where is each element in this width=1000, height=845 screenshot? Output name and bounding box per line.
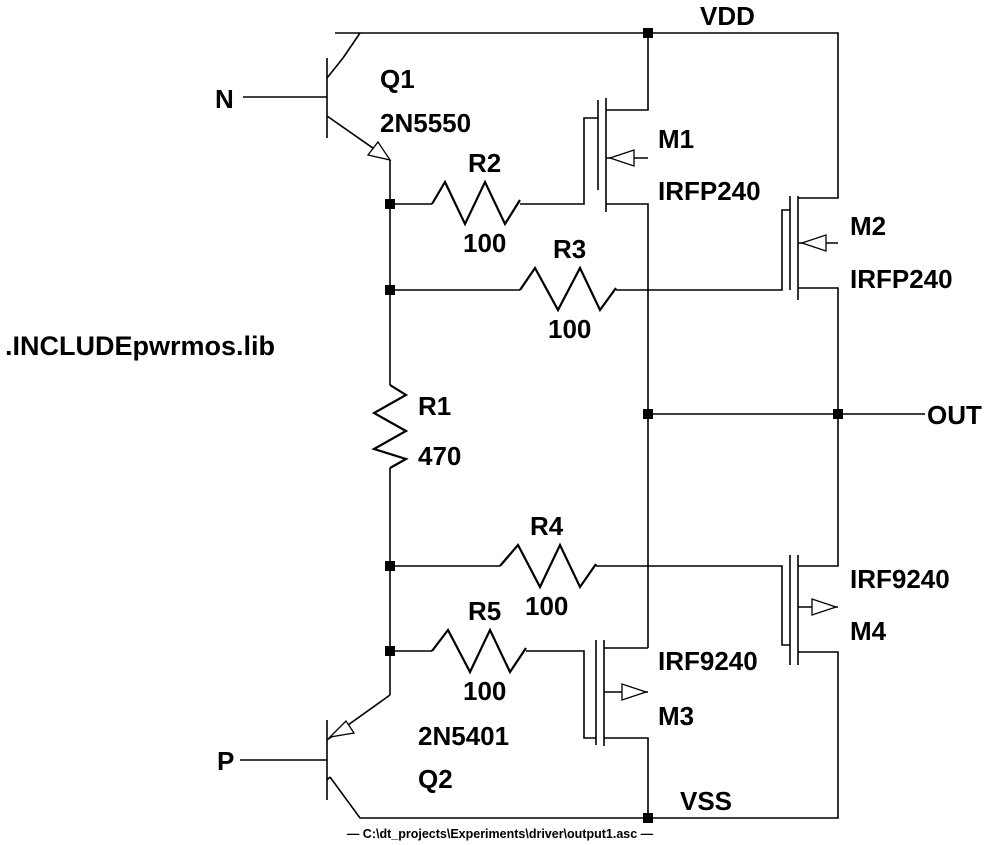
junction-dot (643, 28, 653, 38)
mosfet-m3 (595, 414, 649, 818)
m2-value: IRFP240 (850, 264, 953, 294)
r1-ref: R1 (418, 391, 451, 421)
transistor-q1 (243, 32, 392, 161)
net-label-vdd: VDD (700, 1, 755, 31)
r1-value: 470 (418, 441, 461, 471)
net-label-vss: VSS (680, 786, 732, 816)
net-label-n: N (215, 84, 234, 114)
m1-ref: M1 (658, 124, 694, 154)
vss-rail (329, 651, 839, 819)
junction-dot (643, 813, 653, 823)
junction-dot (643, 409, 653, 419)
spice-directive: .INCLUDEpwrmos.lib (5, 331, 275, 361)
resistor-r5 (390, 627, 596, 739)
q1-ref: Q1 (380, 64, 415, 94)
q2-value: 2N5401 (418, 721, 509, 751)
mosfet-m4 (789, 414, 839, 665)
r3-ref: R3 (553, 234, 586, 264)
vdd-rail (335, 32, 839, 199)
r3-value: 100 (548, 314, 591, 344)
q2-ref: Q2 (418, 764, 453, 794)
m4-value: IRF9240 (850, 564, 950, 594)
r2-ref: R2 (468, 148, 501, 178)
resistor-r3 (390, 209, 790, 313)
resistor-r2 (390, 117, 598, 227)
file-path-caption: — C:\dt_projects\Experiments\driver\outp… (347, 827, 654, 841)
r4-ref: R4 (530, 511, 564, 541)
q1-value: 2N5550 (380, 108, 471, 138)
m4-ref: M4 (850, 616, 887, 646)
m3-value: IRF9240 (658, 646, 758, 676)
net-label-out: OUT (927, 400, 982, 430)
junction-dot (385, 561, 395, 571)
junction-dot (385, 646, 395, 656)
r4-value: 100 (525, 591, 568, 621)
m1-value: IRFP240 (658, 176, 761, 206)
resistor-r1 (371, 384, 409, 469)
junction-dot (833, 409, 843, 419)
junctions (385, 28, 843, 823)
r2-value: 100 (463, 228, 506, 258)
m3-ref: M3 (658, 701, 694, 731)
resistor-r4 (390, 542, 790, 646)
mosfet-m2 (789, 196, 839, 414)
r5-value: 100 (463, 676, 506, 706)
m2-ref: M2 (850, 211, 886, 241)
net-label-p: P (217, 746, 234, 776)
junction-dot (385, 285, 395, 295)
transistor-q2 (240, 694, 391, 800)
mosfet-m1 (597, 33, 649, 414)
junction-dot (385, 199, 395, 209)
r5-ref: R5 (468, 596, 501, 626)
